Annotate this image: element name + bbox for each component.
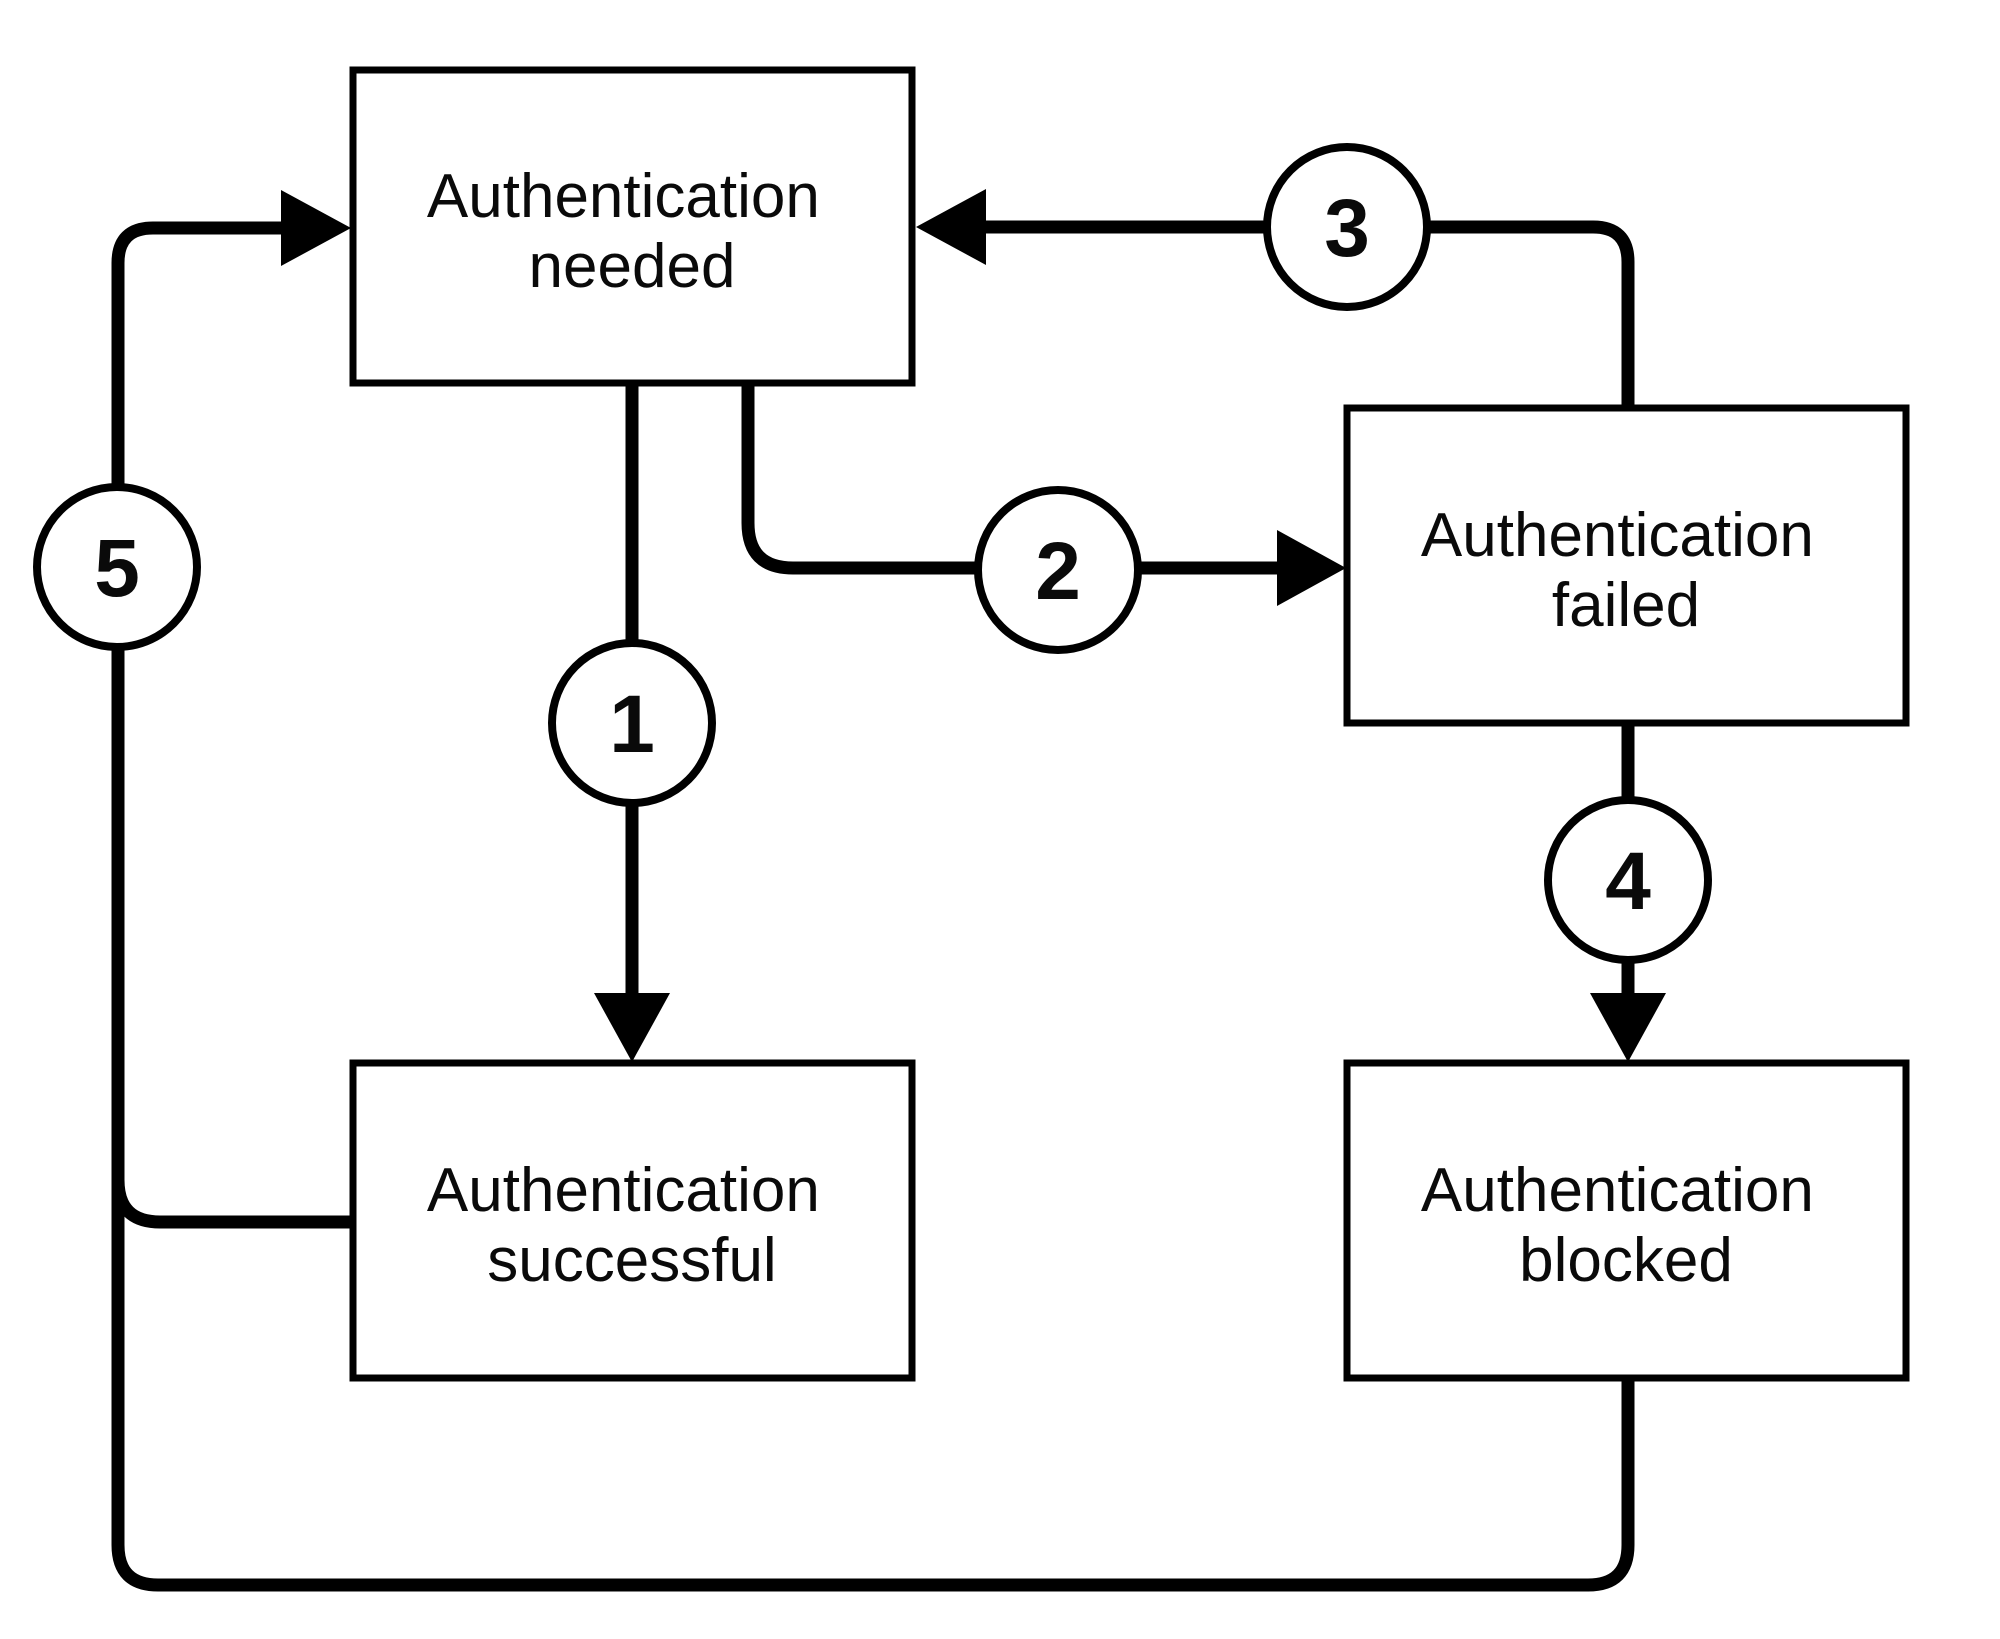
state-label-line: blocked: [1519, 1226, 1733, 1295]
transition-badge-1: [548, 639, 716, 807]
state-label-line: Authentication: [1421, 1156, 1814, 1225]
state-label-line: needed: [529, 232, 736, 301]
transition-badge-4: [1544, 796, 1712, 964]
state-box-authentication-blocked: [1343, 1059, 1910, 1382]
state-box-authentication-needed: [349, 66, 916, 387]
transition-number-3: 3: [1324, 183, 1370, 274]
transition-number-5: 5: [94, 523, 140, 614]
transition-badge-5: [33, 483, 201, 651]
state-label-authentication-blocked: Authentication blocked: [1421, 1156, 1831, 1295]
edge-return-loop-left-rail: [111, 221, 1635, 1592]
state-label-line: Authentication: [1421, 501, 1814, 570]
arrowhead-into-failed-left: [1277, 530, 1346, 606]
edge-successful-to-left-rail-junction: [111, 1179, 353, 1229]
arrowhead-into-blocked-top: [1590, 993, 1666, 1062]
arrowhead-into-needed-left: [281, 190, 351, 266]
state-label-line: Authentication: [427, 162, 820, 231]
transition-number-4: 4: [1605, 836, 1651, 927]
transition-number-1: 1: [609, 679, 655, 770]
transition-badge-2: [974, 486, 1142, 654]
arrowhead-into-needed-right: [916, 189, 986, 265]
state-label-authentication-failed: Authentication failed: [1421, 501, 1831, 640]
state-label-authentication-needed: Authentication needed: [427, 162, 837, 301]
transition-number-2: 2: [1035, 526, 1081, 617]
transition-badge-3: [1263, 143, 1431, 311]
state-label-authentication-successful: Authentication successful: [427, 1156, 837, 1295]
state-label-line: failed: [1552, 571, 1700, 640]
edge-failed-to-needed-right-part: [1422, 220, 1635, 408]
state-box-authentication-successful: [349, 1059, 916, 1382]
state-label-line: Authentication: [427, 1156, 820, 1225]
state-label-line: successful: [487, 1226, 776, 1295]
arrowhead-into-successful-top: [594, 993, 670, 1062]
edge-needed-to-failed-left-part: [741, 383, 983, 575]
state-box-authentication-failed: [1343, 404, 1910, 727]
